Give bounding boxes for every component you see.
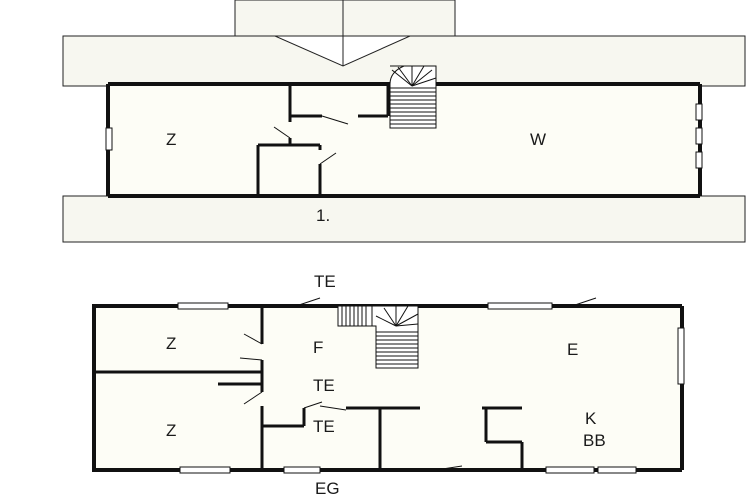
room-label-w: W: [530, 130, 546, 149]
room-label-k: K: [585, 409, 597, 428]
window-upper-right-3: [695, 151, 703, 169]
room-label-z-ground-upper: Z: [166, 334, 176, 353]
room-label-te-small: TE: [313, 417, 335, 436]
window-upper-right-2: [695, 127, 703, 145]
room-label-bb: BB: [583, 431, 606, 450]
upper-interior-walls: [256, 84, 390, 196]
upper-floor-label: 1.: [316, 206, 330, 225]
ground-interior-walls: [94, 306, 524, 470]
upper-doors: [273, 115, 349, 165]
ground-staircase: [337, 305, 419, 369]
room-label-e: E: [567, 340, 578, 359]
window-upper-left: [105, 127, 113, 151]
ground-floor-label: EG: [315, 479, 340, 498]
room-label-te-top: TE: [314, 272, 336, 291]
upper-floor-plan: Z W 1.: [62, 0, 746, 243]
window-upper-right-1: [695, 103, 703, 121]
roof-ridge-top: [234, 0, 456, 37]
roof-lower-band: [62, 195, 746, 243]
ground-floor-plan: TE Z Z F TE TE E K BB EG: [92, 272, 685, 498]
upper-staircase: [389, 65, 437, 129]
room-label-te-mid: TE: [313, 376, 335, 395]
room-label-z-upper: Z: [166, 130, 176, 149]
room-label-f: F: [313, 338, 323, 357]
room-label-z-ground-lower: Z: [166, 421, 176, 440]
ground-windows: [177, 302, 685, 474]
ground-doors: [239, 297, 597, 471]
